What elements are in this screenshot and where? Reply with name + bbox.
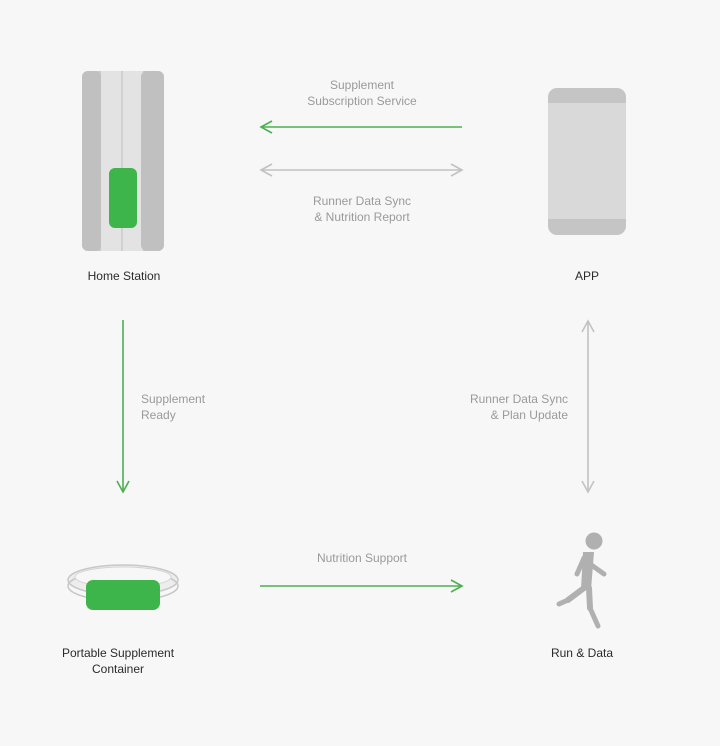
sync-report-arrow [259,163,464,177]
run-label: Run & Data [550,646,614,660]
subscription-label: Supplement Subscription Service [282,77,442,109]
nutrition-support-label: Nutrition Support [316,551,408,565]
container-label-line1: Portable Supplement [61,646,175,660]
subscription-arrow [259,120,462,134]
runner-icon [556,532,607,629]
app-label: APP [574,269,599,283]
supplement-ready-label: Supplement Ready [141,391,241,423]
sync-plan-label-line1: Runner Data Sync [469,392,568,406]
phone-icon [548,88,626,235]
subscription-label-line1: Supplement [329,78,395,92]
sync-plan-label-line2: & Plan Update [490,408,568,422]
sync-report-label-line2: & Nutrition Report [314,210,410,224]
home-station-icon [82,71,164,251]
container-label: Portable Supplement Container [43,645,193,677]
sync-report-label: Runner Data Sync & Nutrition Report [282,193,442,225]
container-label-line2: Container [91,662,145,676]
home-station-label: Home Station [87,269,161,283]
sync-plan-label: Runner Data Sync & Plan Update [428,391,568,423]
nutrition-support-arrow [260,579,464,593]
supplement-ready-label-line1: Supplement [141,392,206,406]
subscription-label-line2: Subscription Service [307,94,417,108]
sync-report-label-line1: Runner Data Sync [312,194,412,208]
wristband-container-icon [67,564,179,610]
supplement-ready-label-line2: Ready [141,408,176,422]
supplement-ready-arrow [116,320,130,494]
sync-plan-arrow [581,319,595,494]
